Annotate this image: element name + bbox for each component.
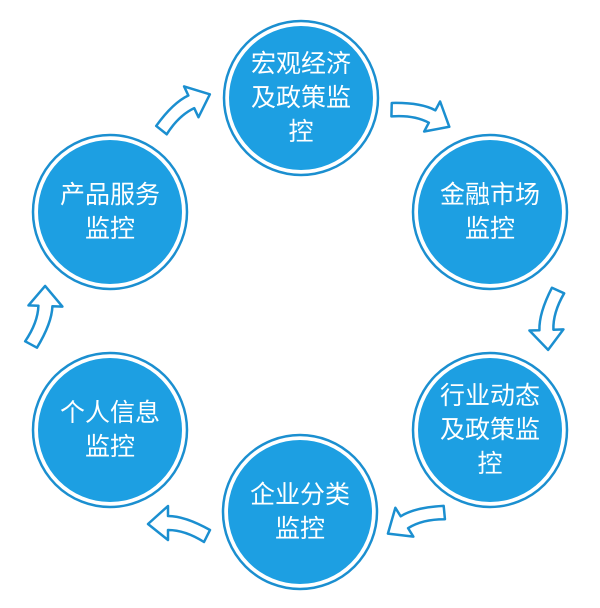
node-label-line: 及政策监 [250,83,351,112]
node-label-enterprise: 企业分类监控 [230,478,370,546]
node-label-macro: 宏观经济及政策监控 [231,47,371,149]
node-circle-industry [418,358,562,502]
node-label-line: 监控 [84,214,135,243]
node-label-line: 行业动态 [439,381,540,410]
arrow-icon-product-to-macro [144,76,219,139]
node-label-line: 宏观经济 [250,49,351,78]
node-label-line: 监控 [274,514,325,543]
node-label-industry: 行业动态及政策监控 [420,379,560,481]
node-circle-product [38,140,182,284]
arrow-icon-macro-to-finance [384,80,460,144]
node-label-product: 产品服务监控 [40,178,180,246]
node-label-line: 监控 [464,214,515,243]
arrow-icon-finance-to-industry [526,286,568,352]
node-circle-enterprise [228,440,372,584]
node-circle-finance [418,140,562,284]
node-label-line: 监控 [84,432,135,461]
node-label-finance: 金融市场监控 [420,178,560,246]
node-label-line: 个人信息 [59,398,160,427]
node-label-line: 企业分类 [249,480,350,509]
node-circle-macro [229,26,373,170]
node-label-line: 金融市场 [439,180,540,209]
arrow-icon-industry-to-enterprise [377,484,452,551]
node-label-personal: 个人信息监控 [40,396,180,464]
arrow-icon-enterprise-to-personal [146,504,212,544]
node-label-line: 控 [288,117,314,146]
node-circle-personal [38,358,182,502]
node-label-line: 产品服务 [59,180,160,209]
arrow-icon-personal-to-product [23,284,65,350]
node-label-line: 控 [477,449,503,478]
node-label-line: 及政策监 [439,415,540,444]
